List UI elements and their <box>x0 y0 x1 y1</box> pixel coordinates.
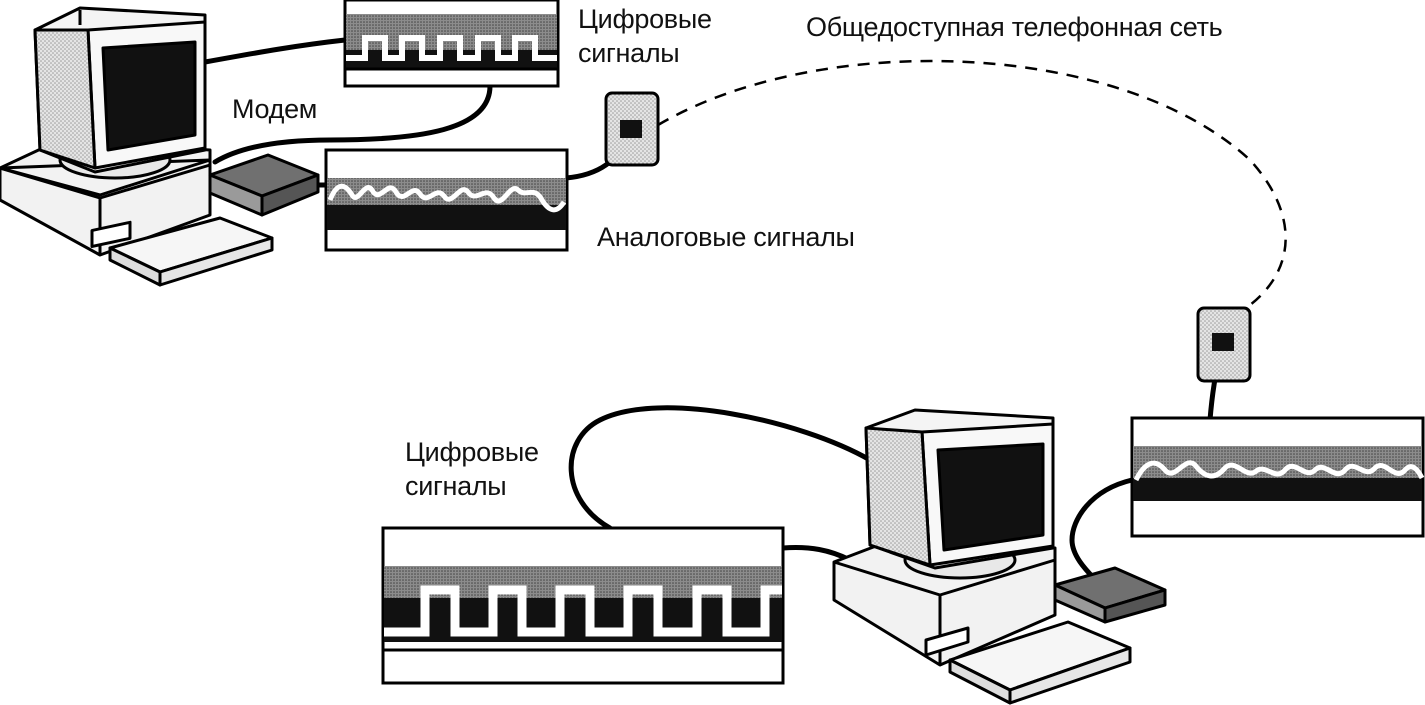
analog-signal-panel <box>324 148 569 252</box>
keyboard-icon <box>108 216 274 287</box>
label-digital-signals-bottom: Цифровые сигналы <box>405 437 539 501</box>
label-analog-signals: Аналоговые сигналы <box>597 222 855 252</box>
phone-jack-icon <box>1196 306 1252 383</box>
digital-signal-panel <box>343 0 560 88</box>
computer-icon <box>832 408 1057 667</box>
cable-computer-to-digital-top <box>202 37 348 65</box>
modem-icon <box>208 153 320 217</box>
keyboard-icon <box>948 620 1132 705</box>
analog-signal-panel <box>1130 416 1425 538</box>
label-modem: Модем <box>232 94 318 124</box>
cable-digital-to-computer-side <box>780 545 853 563</box>
label-digital-signals-top: Цифровые сигналы <box>578 4 712 68</box>
digital-signal-panel <box>381 526 785 685</box>
computer-icon <box>0 6 212 257</box>
modem-icon <box>1053 566 1167 624</box>
cable-analog-to-modem-bottom <box>1069 477 1135 588</box>
cable-digital-to-modem <box>212 83 493 165</box>
cable-digital-to-computer-bottom <box>568 405 873 531</box>
phone-jack-icon <box>604 91 660 167</box>
cables <box>202 37 1225 588</box>
label-public-network: Общедоступная телефонная сеть <box>806 12 1223 42</box>
public-network-dashed-line <box>657 59 1287 306</box>
